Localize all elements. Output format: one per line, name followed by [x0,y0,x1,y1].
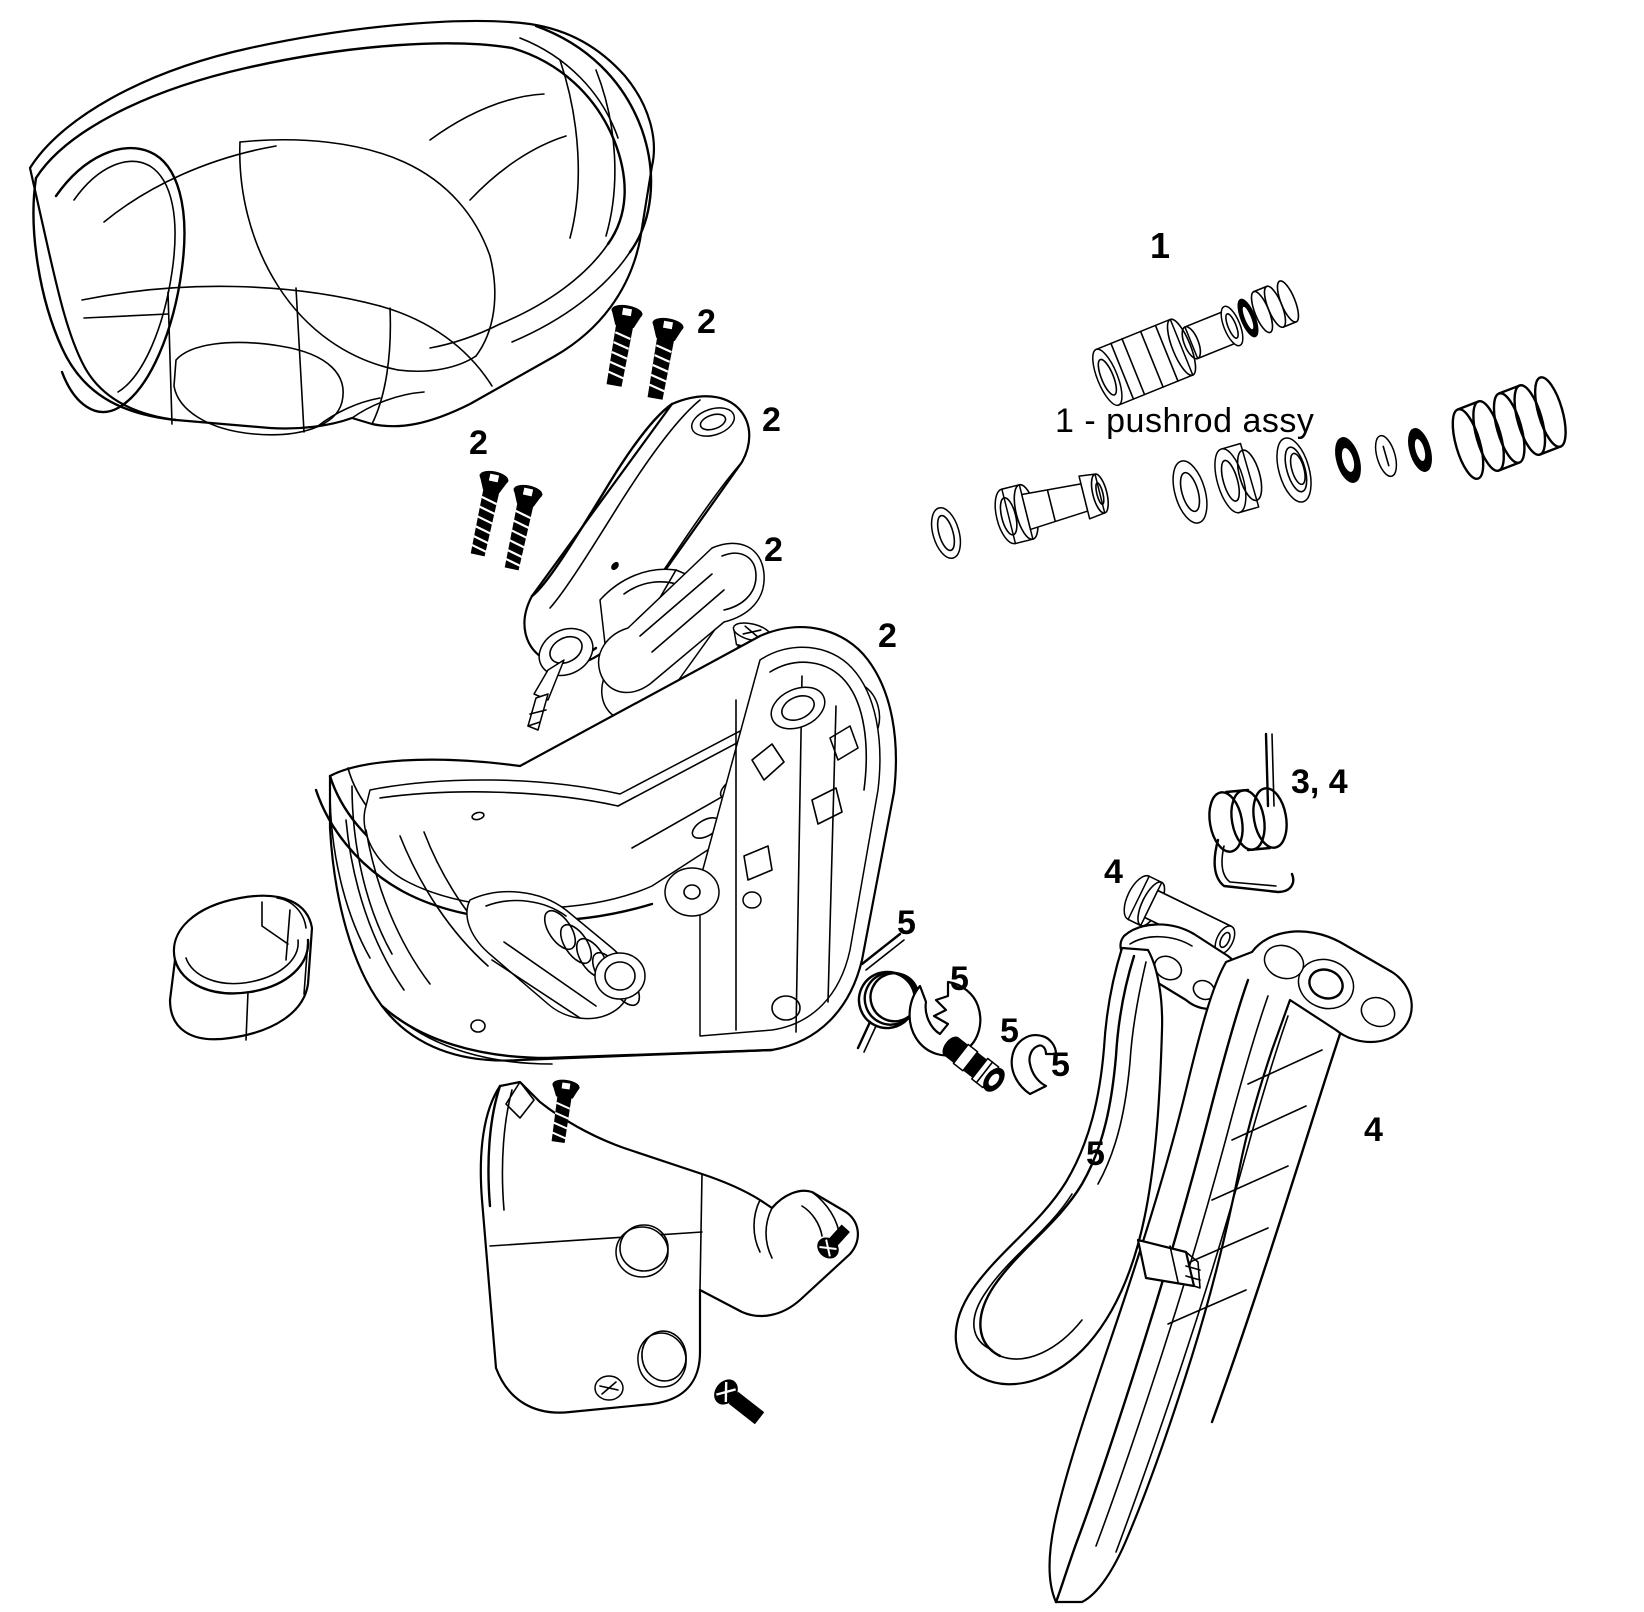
callout-5-e-clip: 5 [950,960,969,998]
part-torsion-spring [1208,732,1295,894]
part-shift-paddle-lever [954,923,1243,1386]
callout-4-brake-lever-blade: 4 [1364,1111,1383,1149]
callout-2-bleed-port-clamp: 2 [764,531,783,569]
part-lever-body [314,626,897,1065]
part-bleed-port-clamp [527,542,765,731]
callout-2-hood-screw-left-pair: 2 [469,424,488,462]
callout-5-c-clip: 5 [1051,1046,1070,1084]
part-e-clip [908,980,982,1057]
part-brake-lever-blade [1048,930,1413,1604]
part-pushrod-assembly-upper [1092,280,1300,407]
callout-2-hood-screw-upper-right: 2 [697,303,716,341]
part-pushrod-assembly-lower [930,376,1567,559]
callout-5-shift-lever-pin: 5 [1000,1012,1019,1050]
callout-5-return-spring: 5 [897,904,916,942]
callout-2-reservoir-cover: 2 [762,401,781,439]
part-cover-screw-lower [714,1379,765,1425]
callout-4-pivot-pin: 4 [1104,853,1123,891]
callout-2-cap-screw: 2 [878,617,897,655]
part-hood-screw-upper-right [606,304,684,400]
caption-pushrod-assy: 1 - pushrod assy [1055,402,1315,440]
callout-1: 1 [1150,225,1171,266]
part-handlebar-clamp [168,894,314,1041]
part-shift-lever-pin [942,1036,1005,1092]
part-c-clip [1010,1034,1058,1096]
part-bottom-cover-plate [479,1080,859,1414]
part-hood-cover [28,19,655,436]
part-cover-screw-upper [551,1079,580,1143]
callout-3-4-torsion-spring: 3, 4 [1291,763,1348,801]
part-hood-screw-left-pair [470,470,543,571]
callout-5-shift-paddle-lever: 5 [1086,1135,1105,1173]
